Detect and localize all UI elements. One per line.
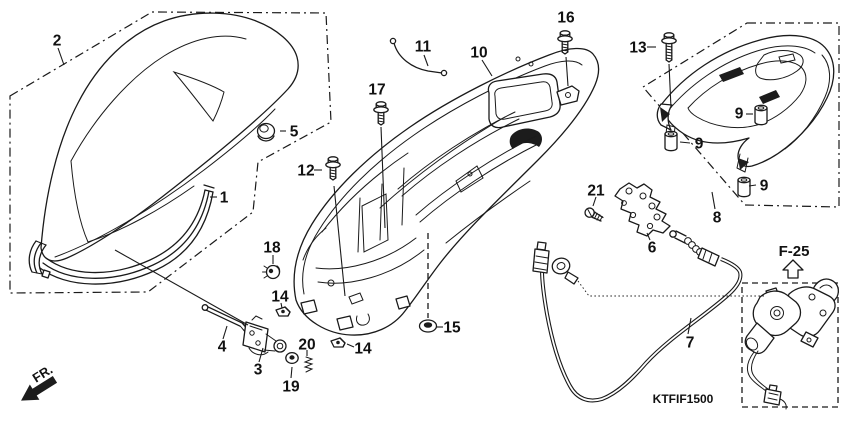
diagram-code: KTFIF1500 xyxy=(653,392,714,406)
bushing-9b xyxy=(664,130,678,152)
bolt-17 xyxy=(373,101,389,126)
grommet-5 xyxy=(256,122,276,142)
grommet-18 xyxy=(262,264,281,280)
part-label-19: 19 xyxy=(282,379,300,396)
lock-assembly-group xyxy=(744,278,839,410)
seat-bumper-rubber xyxy=(28,240,51,279)
tube-11 xyxy=(389,37,448,77)
latch-bracket-6 xyxy=(614,182,671,237)
grommet-15 xyxy=(418,319,438,333)
bolt-12 xyxy=(325,156,341,181)
part-label-11: 11 xyxy=(415,39,432,56)
clip-14b xyxy=(330,337,346,348)
f25-up-arrow-icon xyxy=(782,259,804,279)
part-label-6: 6 xyxy=(648,240,657,257)
part-label-4: 4 xyxy=(218,339,227,356)
seat-trim xyxy=(39,184,215,285)
bushing-9c xyxy=(737,176,751,198)
part-label-1: 1 xyxy=(220,190,229,207)
luggage-box-group xyxy=(293,47,600,336)
part-label-9: 9 xyxy=(760,178,769,195)
part-label-2: 2 xyxy=(53,33,62,50)
part-label-5: 5 xyxy=(290,124,299,141)
part-label-14: 14 xyxy=(354,341,372,358)
hinge-bracket-3 xyxy=(242,315,287,356)
frame-ref-label: F-25 xyxy=(779,243,810,260)
leader-lines xyxy=(57,46,766,379)
carrier-group xyxy=(656,34,835,173)
seat-group xyxy=(40,12,299,262)
washer-19 xyxy=(285,351,299,365)
part-label-18: 18 xyxy=(263,240,281,257)
part-label-14: 14 xyxy=(271,289,289,306)
screw-21 xyxy=(584,207,604,222)
rod-4 xyxy=(201,304,249,333)
part-label-20: 20 xyxy=(298,337,315,354)
part-label-15: 15 xyxy=(443,320,461,337)
part-label-21: 21 xyxy=(587,183,605,200)
part-label-3: 3 xyxy=(254,362,263,379)
part-label-7: 7 xyxy=(686,335,695,352)
spring-20 xyxy=(303,356,314,373)
dash-dot-box-seat xyxy=(9,11,332,294)
bushing-9a xyxy=(754,104,768,126)
part-label-9: 9 xyxy=(735,106,744,123)
part-label-13: 13 xyxy=(629,40,647,57)
fr-direction-arrow: FR. xyxy=(21,362,58,401)
part-label-9: 9 xyxy=(695,136,704,153)
f25-frame-ref: F-25 xyxy=(779,243,810,279)
seat-lock-cable-7 xyxy=(532,230,743,403)
part-label-16: 16 xyxy=(557,10,575,27)
part-label-10: 10 xyxy=(470,45,487,62)
part-label-17: 17 xyxy=(368,82,385,99)
part-label-12: 12 xyxy=(297,163,314,180)
dash-dot-box-carrier xyxy=(642,22,840,208)
clip-14a xyxy=(275,306,291,317)
bolt-13 xyxy=(661,32,677,63)
part-label-8: 8 xyxy=(713,210,722,227)
